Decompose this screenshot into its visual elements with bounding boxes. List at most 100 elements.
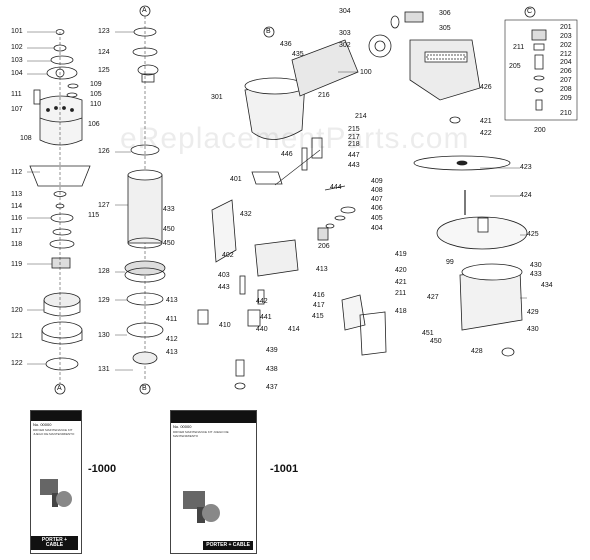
part-label: 119 [11, 261, 23, 268]
nailer-icon [40, 479, 72, 507]
part-label: 430 [530, 262, 542, 269]
part-label: 109 [90, 81, 102, 88]
part-label: 206 [560, 68, 572, 75]
part-label: 416 [313, 292, 325, 299]
part-label: 214 [355, 113, 367, 120]
part-label: 110 [90, 101, 102, 108]
marker-c [524, 6, 536, 18]
part-label: 126 [98, 148, 110, 155]
part-label: 120 [11, 307, 23, 314]
part-label: 441 [260, 314, 272, 321]
part-label: 422 [480, 130, 492, 137]
part-label: 205 [509, 63, 521, 70]
part-label: 306 [439, 10, 451, 17]
part-label: 305 [439, 25, 451, 32]
part-label: 100 [360, 69, 372, 76]
part-label: 131 [98, 366, 110, 373]
part-label: 427 [427, 294, 439, 301]
part-label: 421 [480, 118, 492, 125]
kit-header-band [171, 411, 256, 423]
part-label: 412 [166, 336, 178, 343]
part-446 [301, 147, 308, 171]
part-107 [33, 89, 41, 105]
part-label: 304 [339, 8, 351, 15]
part-label: 116 [11, 215, 23, 222]
part-label: 209 [560, 95, 572, 102]
part-label: 211 [513, 44, 525, 51]
part-label: 443 [218, 284, 230, 291]
part-112-gasket [29, 165, 91, 187]
part-label: 99 [446, 259, 454, 266]
kit-part-number: -1000 [88, 463, 117, 475]
part-126-oring [130, 144, 160, 156]
part-label: 444 [330, 184, 342, 191]
maintenance-kit-1001: No. 00000 DRIVER MAINTENANCE KIT JUEGO D… [170, 410, 257, 554]
part-label: 421 [395, 279, 407, 286]
part-label: 440 [256, 326, 268, 333]
part-121 [41, 321, 83, 339]
part-label: 429 [527, 309, 539, 316]
kit-brand: PORTER + CABLE [203, 541, 253, 550]
kit-brand: PORTER + CABLE [31, 536, 78, 550]
marker-label: C [527, 8, 533, 15]
part-438 [235, 359, 245, 377]
part-label: 121 [11, 333, 23, 340]
part-119-spring [51, 257, 71, 269]
part-437 [234, 382, 246, 390]
part-label: 211 [395, 290, 407, 297]
part-label: 117 [11, 228, 23, 235]
part-label: 206 [318, 243, 330, 250]
part-label: 413 [166, 297, 178, 304]
part-label: 428 [471, 348, 483, 355]
part-label: 123 [98, 28, 110, 35]
part-label: 433 [163, 206, 175, 213]
part-label: 447 [348, 152, 360, 159]
part-label: 425 [527, 231, 539, 238]
part-label: 128 [98, 268, 110, 275]
marker-b-bottom [139, 383, 151, 395]
part-label: 301 [211, 94, 223, 101]
marker-label: A [142, 7, 147, 14]
part-label: 450 [163, 240, 175, 247]
watermark-text: eReplacementParts.com [120, 122, 470, 155]
part-label: 125 [98, 67, 110, 74]
part-label: 302 [339, 42, 351, 49]
maintenance-kit-1000: No. 00000 DRIVER MAINTENANCE KIT JUEGO D… [30, 410, 82, 554]
part-130 [126, 322, 164, 338]
part-label: 402 [222, 252, 234, 259]
marker-label: B [142, 385, 147, 392]
part-label: 413 [316, 266, 328, 273]
part-label: 417 [313, 302, 325, 309]
part-label: 419 [395, 251, 407, 258]
part-label: 208 [560, 86, 572, 93]
part-401-gasket [251, 171, 283, 185]
kit-description: DRIVER MAINTENANCE KIT JUEGO DE MANTENIM… [173, 430, 229, 438]
part-label: 413 [166, 349, 178, 356]
part-label: 408 [371, 187, 383, 194]
part-label: 105 [90, 91, 102, 98]
part-label: 411 [166, 316, 178, 323]
part-423-disc [413, 155, 511, 171]
part-label: 439 [266, 347, 278, 354]
part-label: 303 [339, 30, 351, 37]
part-120-piston [43, 292, 81, 308]
part-label: 435 [292, 51, 304, 58]
part-label: 438 [266, 366, 278, 373]
part-label: 203 [560, 33, 572, 40]
part-109 [67, 83, 79, 89]
part-127-cylinder [127, 174, 163, 244]
part-403 [239, 275, 246, 295]
nailer-icon [183, 491, 220, 523]
marker-b-top [263, 26, 275, 38]
part-label: 210 [560, 110, 572, 117]
part-label: 414 [288, 326, 300, 333]
part-306 [404, 11, 424, 23]
part-131-bumper [132, 351, 158, 365]
part-label: 432 [240, 211, 252, 218]
part-label: 437 [266, 384, 278, 391]
part-label: 114 [11, 203, 23, 210]
kit-number: No. 00000 [173, 424, 192, 429]
part-label: 424 [520, 192, 532, 199]
